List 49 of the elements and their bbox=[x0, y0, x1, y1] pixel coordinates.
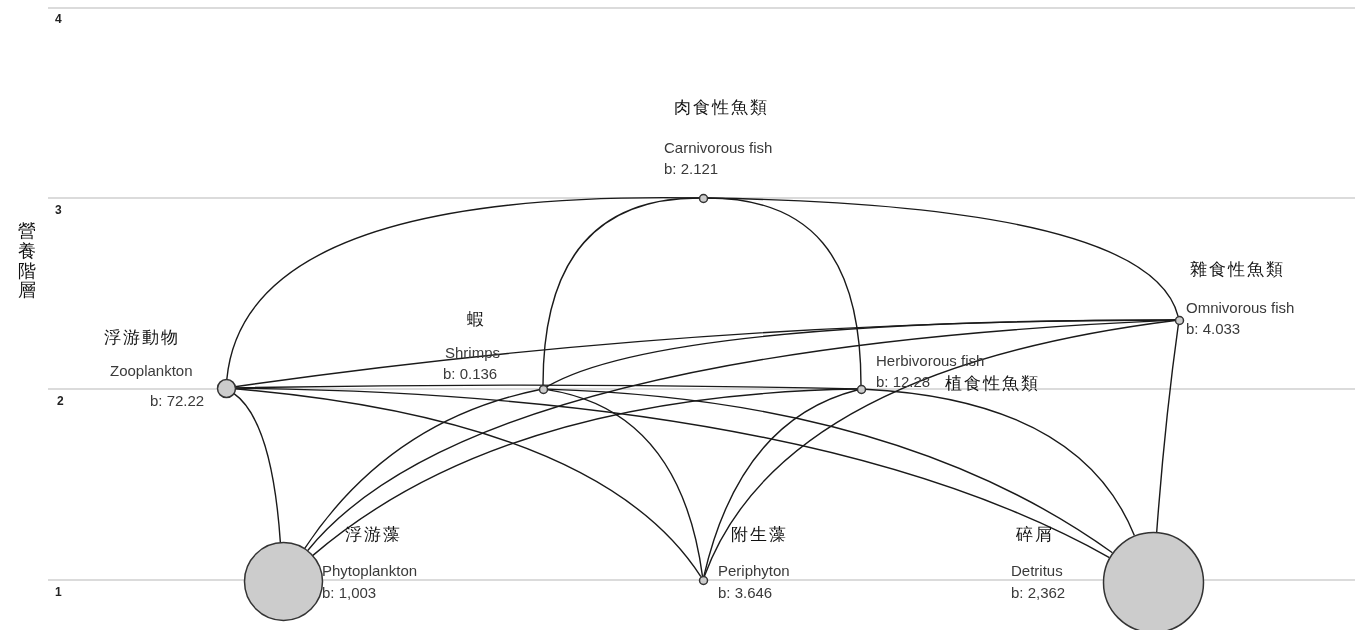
biomass-value: b: 72.22 bbox=[150, 392, 205, 410]
biomass-value: b: 1,003 bbox=[322, 584, 377, 602]
group-name: Periphyton bbox=[718, 562, 790, 580]
group-name: Detritus bbox=[1011, 562, 1063, 580]
food-web-link bbox=[703, 319, 1176, 577]
biomass-value: b: 4.033 bbox=[1186, 320, 1241, 338]
food-web-link bbox=[234, 388, 702, 578]
food-web-link bbox=[545, 319, 1176, 388]
food-web-link bbox=[864, 388, 1136, 537]
group-name-chinese: 雜食性魚類 bbox=[1190, 260, 1285, 280]
food-web-link bbox=[303, 389, 540, 550]
biomass-value: b: 2,362 bbox=[1011, 584, 1066, 602]
group-name: Carnivorous fish bbox=[664, 139, 773, 157]
food-web-link bbox=[546, 388, 704, 577]
biomass-value: b: 0.136 bbox=[443, 365, 498, 383]
group-name-chinese: 植食性魚類 bbox=[945, 374, 1040, 394]
group-name: Phytoplankton bbox=[322, 562, 418, 580]
group-name-chinese: 浮游藻 bbox=[345, 525, 402, 545]
group-name-chinese: 碎屑 bbox=[1016, 525, 1054, 545]
axis-title: 營養階層 bbox=[18, 222, 36, 302]
group-name-chinese: 浮游動物 bbox=[104, 328, 180, 348]
trophic-group bbox=[664, 98, 772, 204]
axis-tick-label: 2 bbox=[57, 394, 64, 408]
trophic-group bbox=[1011, 525, 1205, 630]
food-web-link bbox=[232, 392, 282, 543]
food-web-link bbox=[546, 388, 1114, 554]
group-name-chinese: 附生藻 bbox=[731, 525, 788, 545]
trophic-group bbox=[697, 525, 790, 601]
trophic-group bbox=[104, 328, 237, 409]
biomass-value: b: 3.646 bbox=[718, 584, 773, 602]
food-web-link bbox=[1156, 323, 1180, 533]
trophic-group bbox=[242, 525, 417, 622]
trophic-group bbox=[855, 352, 1040, 395]
food-web-link bbox=[703, 389, 858, 577]
food-web-link bbox=[311, 388, 858, 557]
trophic-group bbox=[1173, 260, 1294, 337]
food-web-link bbox=[542, 197, 700, 386]
group-name-chinese: 肉食性魚類 bbox=[674, 98, 769, 118]
group-name: Zooplankton bbox=[110, 362, 193, 380]
axis-tick-label: 1 bbox=[55, 585, 62, 599]
group-name-chinese: 蝦 bbox=[467, 310, 486, 330]
axis-tick-label: 3 bbox=[55, 203, 62, 217]
food-web-link bbox=[306, 319, 1176, 552]
group-name: Shrimps bbox=[445, 344, 500, 362]
biomass-value: b: 2.121 bbox=[664, 160, 719, 178]
group-name: Omnivorous fish bbox=[1186, 299, 1295, 317]
trophic-group bbox=[443, 310, 549, 395]
axis-tick-label: 4 bbox=[55, 12, 62, 26]
food-web-link bbox=[706, 197, 862, 386]
